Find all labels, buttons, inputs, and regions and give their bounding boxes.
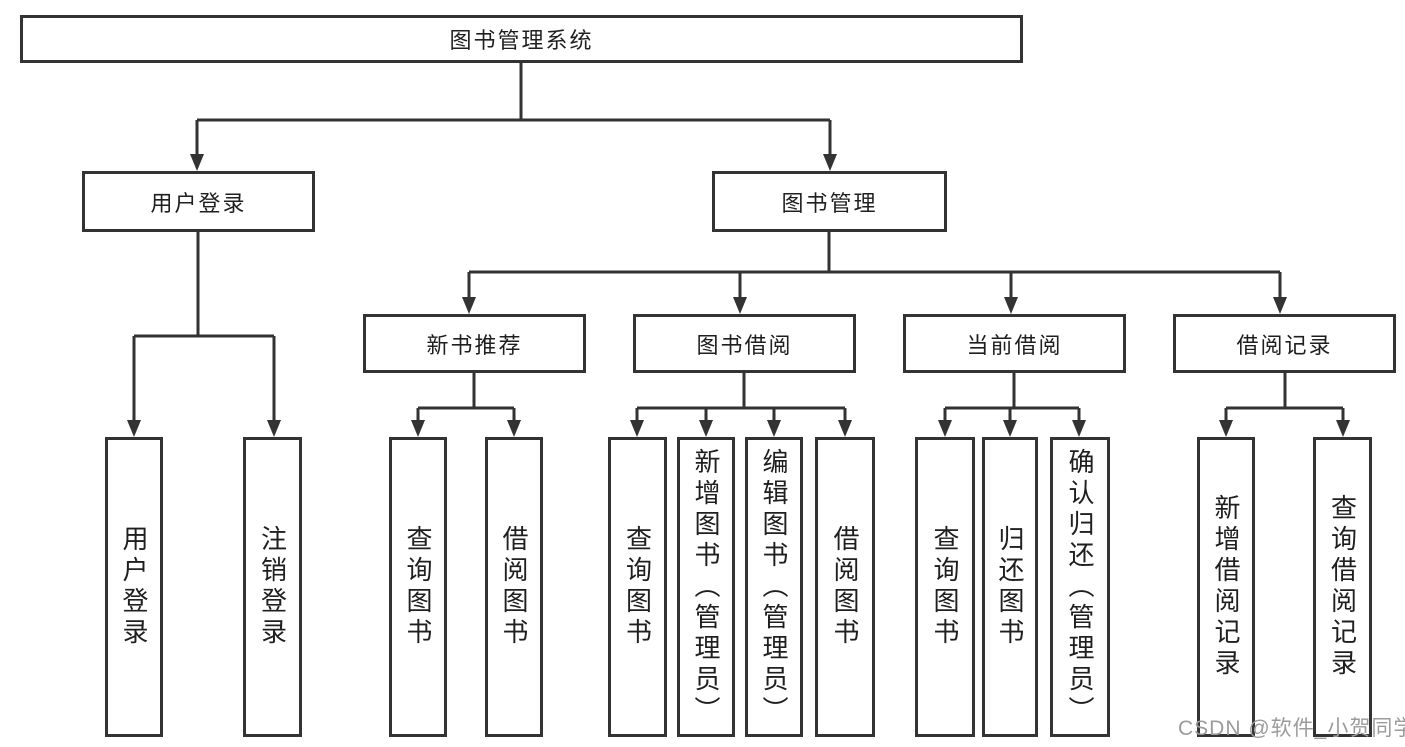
node-label: 借阅记录 [1236,332,1333,358]
leaf-user-login: 用户登录 [105,437,163,737]
leaf-label: 借阅图书 [499,525,529,649]
leaf-label: 查询图书 [622,525,653,649]
node-label: 图书管理系统 [449,28,594,53]
leaf-label: 归还图书 [995,525,1025,649]
node-new-book-recommendation: 新书推荐 [363,314,586,373]
leaf-borrow-books: 借阅图书 [815,437,875,737]
elbow-connectors [132,63,1345,420]
leaf-query-books: 查询图书 [608,437,667,737]
node-label: 当前借阅 [966,332,1063,358]
node-root-library-system: 图书管理系统 [20,15,1023,63]
node-label: 用户登录 [150,190,247,216]
leaf-label: 查询借阅记录 [1327,494,1358,680]
leaf-label: 新增借阅记录 [1211,494,1241,680]
leaf-borrow-books: 借阅图书 [485,437,543,737]
node-book-borrowing: 图书借阅 [633,314,856,373]
csdn-watermark: CSDN @软件_小贺同学 [1178,717,1405,740]
leaf-label: 查询图书 [930,525,960,649]
node-label: 图书管理 [781,190,878,216]
leaf-add-borrow-record: 新增借阅记录 [1197,437,1255,737]
leaf-label: 借阅图书 [830,525,860,649]
node-current-borrowing: 当前借阅 [903,314,1126,373]
leaf-add-books-admin: 新增图书（管理员） [677,437,735,737]
leaf-logout: 注销登录 [243,437,302,737]
leaf-query-books: 查询图书 [389,437,447,737]
node-book-management: 图书管理 [712,171,947,232]
leaf-query-borrow-record: 查询借阅记录 [1313,437,1372,737]
node-borrowing-records: 借阅记录 [1173,314,1396,373]
node-label: 新书推荐 [426,332,523,358]
leaf-confirm-return-admin: 确认归还（管理员） [1050,437,1110,737]
leaf-label: 用户登录 [119,525,149,649]
node-user-login: 用户登录 [82,171,315,232]
leaf-label: 确认归还（管理员） [1065,447,1095,727]
leaf-query-books: 查询图书 [915,437,975,737]
leaf-edit-books-admin: 编辑图书（管理员） [745,437,803,737]
leaf-label: 编辑图书（管理员） [759,447,789,727]
leaf-return-books: 归还图书 [982,437,1038,737]
leaf-label: 查询图书 [403,525,433,649]
leaf-label: 新增图书（管理员） [691,447,721,727]
node-label: 图书借阅 [696,332,793,358]
leaf-label: 注销登录 [257,525,288,649]
